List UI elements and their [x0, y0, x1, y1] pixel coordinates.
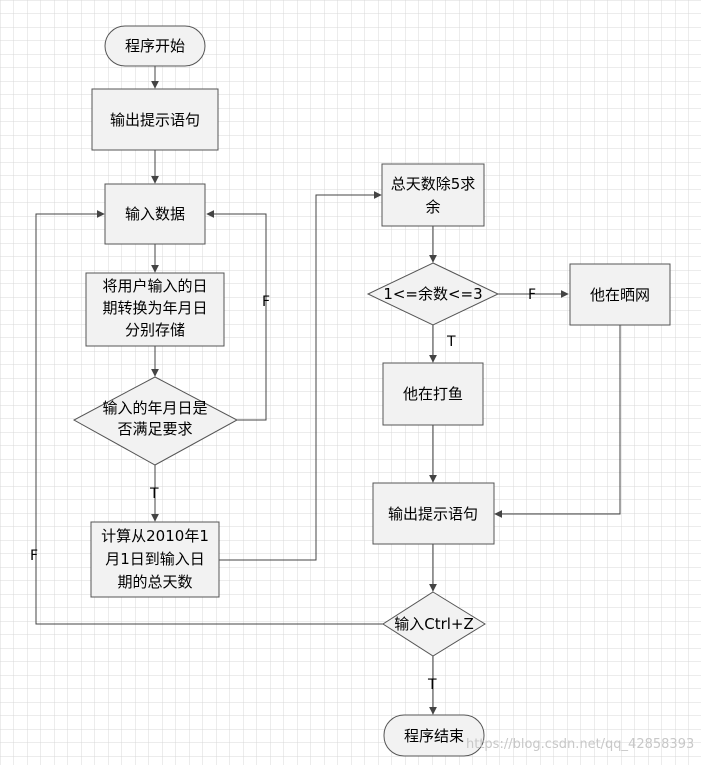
node-print-prompt-1: 输出提示语句 [91, 88, 219, 151]
node-check-date: 输入的年月日是 否满足要求 [72, 376, 239, 466]
node-compute-days-line-1: 计算从2010年1 [101, 527, 209, 545]
node-compute-days-line-3: 期的总天数 [117, 573, 192, 591]
edge-ctrlz-false-loop [35, 210, 385, 625]
node-mod5: 总天数除5求 余 [381, 163, 485, 227]
node-print-prompt-1-label: 输出提示语句 [110, 111, 200, 129]
node-end-label: 程序结束 [404, 727, 464, 745]
label-ctrlz-false: F [30, 548, 38, 564]
node-mod5-line-1: 总天数除5求 [391, 175, 476, 193]
label-check-mod-false: F [528, 287, 536, 303]
watermark: https://blog.csdn.net/qq_42858393 [466, 737, 694, 752]
node-print-prompt-2-label: 输出提示语句 [388, 505, 478, 523]
node-end: 程序结束 [383, 714, 485, 757]
node-fishing: 他在打鱼 [382, 362, 484, 426]
node-check-mod: 1<=余数<=3 [366, 262, 500, 326]
node-mod5-line-2: 余 [425, 198, 440, 216]
edge-labels: F T F T F T [30, 287, 536, 693]
node-compute-days: 计算从2010年1 月1日到输入日 期的总天数 [90, 521, 220, 598]
node-drying-net-label: 他在晒网 [590, 286, 650, 304]
edge-drying-to-prompt2 [494, 325, 621, 518]
node-check-date-line-1: 输入的年月日是 [102, 399, 207, 417]
node-start: 程序开始 [104, 25, 206, 67]
label-check-date-false: F [262, 294, 270, 310]
node-input-data-label: 输入数据 [125, 205, 185, 223]
node-fishing-label: 他在打鱼 [403, 385, 463, 403]
edge-check-false-loop [206, 210, 267, 421]
node-compute-days-line-2: 月1日到输入日 [105, 550, 205, 568]
node-check-date-line-2: 否满足要求 [117, 420, 192, 438]
node-store-date: 将用户输入的日 期转换为年月日 分别存储 [85, 272, 225, 347]
node-store-date-line-3: 分别存储 [125, 321, 185, 339]
node-input-data: 输入数据 [104, 183, 206, 245]
label-check-mod-true: T [446, 334, 456, 350]
edge-compute-to-mod5 [219, 191, 382, 561]
node-start-label: 程序开始 [125, 37, 185, 55]
node-print-prompt-2: 输出提示语句 [372, 482, 495, 545]
node-drying-net: 他在晒网 [569, 263, 671, 326]
node-store-date-line-2: 期转换为年月日 [102, 299, 207, 317]
label-ctrlz-true: T [427, 677, 437, 693]
label-check-date-true: T [149, 486, 159, 502]
edges [35, 66, 621, 715]
node-check-mod-label: 1<=余数<=3 [383, 285, 482, 303]
node-store-date-line-1: 将用户输入的日 [102, 277, 207, 295]
node-check-ctrlz: 输入Ctrl+Z [382, 591, 486, 657]
node-check-ctrlz-label: 输入Ctrl+Z [394, 615, 474, 633]
